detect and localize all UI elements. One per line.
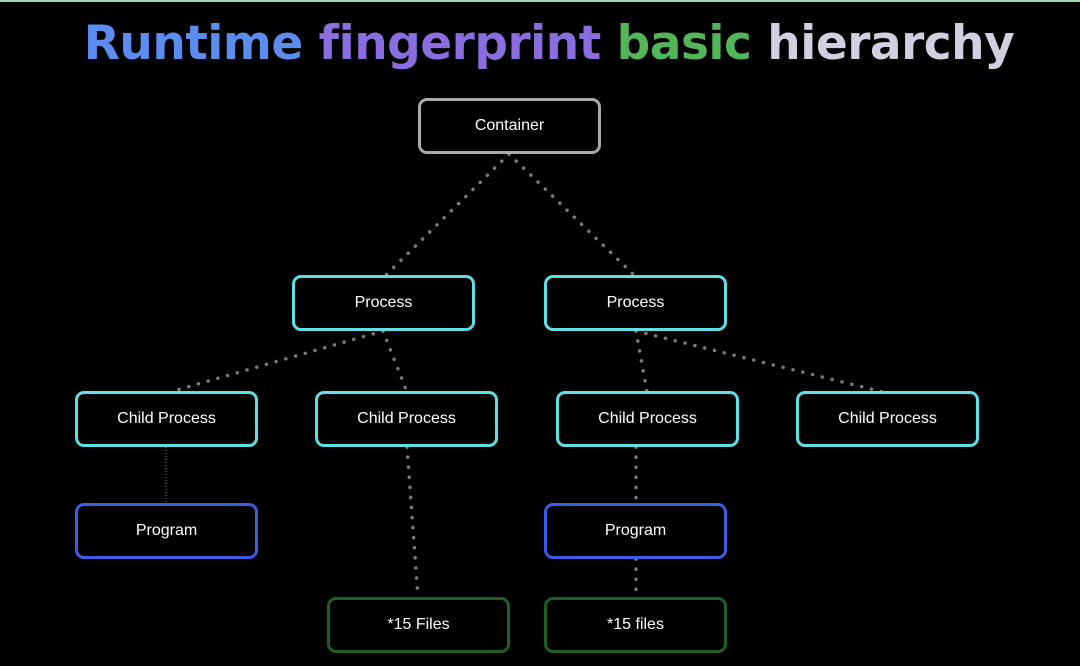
title-word-hierarchy: hierarchy — [767, 16, 1015, 71]
node-process-left: Process — [292, 275, 475, 331]
diagram-title: Runtime fingerprint basic hierarchy — [0, 16, 1080, 71]
edge-container-process-right — [507, 152, 637, 278]
node-program-left: Program — [75, 503, 258, 559]
node-child-process-2: Child Process — [315, 391, 498, 447]
node-child-process-4: Child Process — [796, 391, 979, 447]
node-process-right: Process — [544, 275, 727, 331]
top-accent-line — [0, 0, 1080, 2]
node-files-right: *15 files — [544, 597, 727, 653]
node-program-right: Program — [544, 503, 727, 559]
edge-process-right-child-4 — [634, 329, 885, 394]
edge-process-left-child-2 — [381, 329, 409, 394]
node-files-left: *15 Files — [327, 597, 510, 653]
node-child-process-3: Child Process — [556, 391, 739, 447]
node-container: Container — [418, 98, 601, 154]
edge-child-2-files-left — [405, 445, 420, 599]
node-child-process-1: Child Process — [75, 391, 258, 447]
edge-process-right-child-3 — [634, 329, 649, 394]
title-word-fingerprint: fingerprint — [318, 16, 602, 71]
edge-container-process-left — [383, 152, 511, 278]
edge-process-left-child-1 — [168, 329, 385, 394]
title-word-runtime: Runtime — [83, 16, 304, 71]
title-word-basic: basic — [616, 16, 752, 71]
